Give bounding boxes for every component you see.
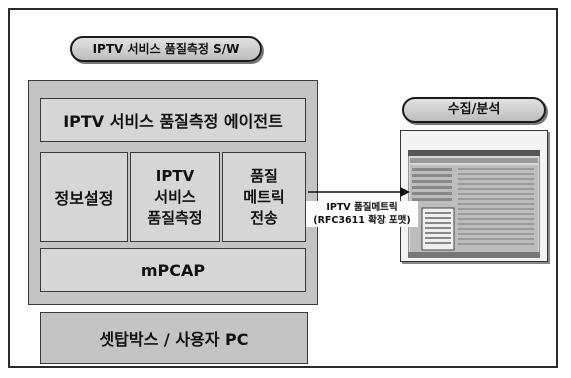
module-info-settings-label: 정보설정 <box>54 189 114 208</box>
agent-title: IPTV 서비스 품질측정 에이전트 <box>63 112 283 131</box>
mpcap-box: mPCAP <box>40 248 306 292</box>
agent-title-box: IPTV 서비스 품질측정 에이전트 <box>40 98 306 142</box>
module-metric-transfer-line2: 메트릭 <box>243 187 285 206</box>
module-quality-measure-line2: 서비스 <box>154 187 196 206</box>
mpcap-label: mPCAP <box>140 260 206 280</box>
settop-box: 셋탑박스 / 사용자 PC <box>40 312 308 364</box>
module-info-settings: 정보설정 <box>40 152 128 242</box>
arrow-label-line2: (RFC3611 확장 포맷) <box>313 215 411 226</box>
arrow-label-line1: IPTV 품질메트릭 <box>326 202 398 213</box>
metric-arrow <box>308 187 410 197</box>
arrow-label: IPTV 품질메트릭 (RFC3611 확장 포맷) <box>306 201 418 227</box>
title-pill: IPTV 서비스 품질측정 S/W <box>70 36 262 62</box>
module-metric-transfer: 품질 메트릭 전송 <box>222 152 306 242</box>
module-metric-transfer-line1: 품질 <box>250 166 278 185</box>
module-quality-measure: IPTV 서비스 품질측정 <box>130 152 220 242</box>
settop-label: 셋탑박스 / 사용자 PC <box>99 330 249 349</box>
module-metric-transfer-line3: 전송 <box>250 208 278 227</box>
module-quality-measure-line1: IPTV <box>155 166 195 185</box>
module-quality-measure-line3: 품질측정 <box>147 208 203 227</box>
analysis-screenshot-image <box>408 150 540 258</box>
collector-pill: 수집/분석 <box>402 97 546 123</box>
